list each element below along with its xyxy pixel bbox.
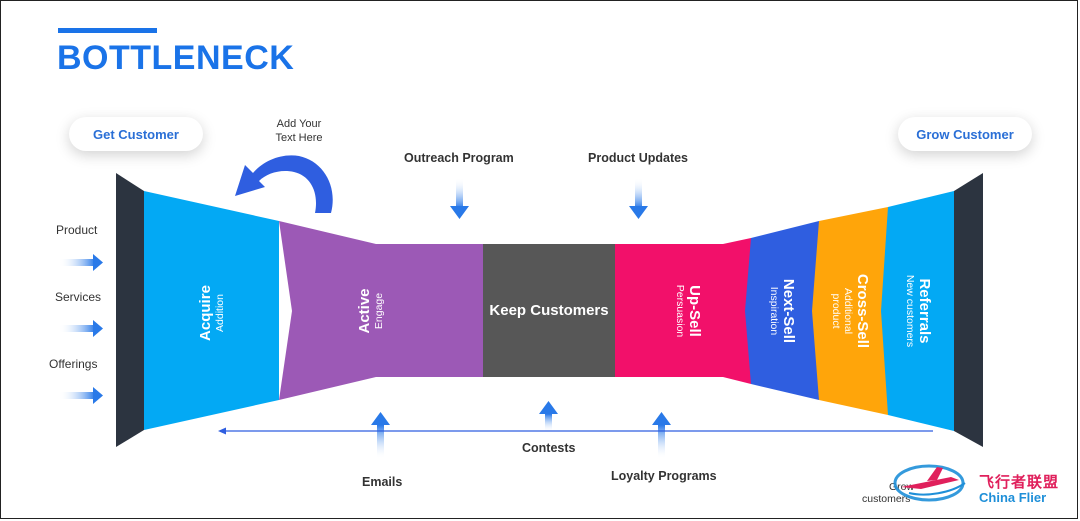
stage-acquire-sub: Addition bbox=[213, 294, 226, 332]
emails-label: Emails bbox=[362, 475, 403, 489]
contests-label: Contests bbox=[522, 441, 576, 455]
stage-crosssell-title: Cross-Sell bbox=[854, 273, 872, 349]
watermark-en: China Flier bbox=[979, 490, 1047, 505]
add-text-line-1: Add Your bbox=[276, 118, 322, 130]
updates-arrow-shaft bbox=[635, 178, 642, 208]
product-arrow-shaft bbox=[59, 259, 95, 266]
stage-referrals-text: Referrals New customers bbox=[903, 246, 935, 376]
customers-text: customers bbox=[862, 493, 911, 505]
updates-label: Product Updates bbox=[588, 151, 689, 165]
services-arrow-shaft bbox=[59, 325, 95, 332]
right-edge bbox=[954, 173, 983, 447]
stage-nextsell-sub: Inspiration bbox=[768, 286, 781, 336]
offerings-arrow-icon bbox=[93, 387, 103, 404]
title-underline bbox=[58, 28, 157, 33]
product-arrow-icon bbox=[93, 254, 103, 271]
updates-arrow-icon bbox=[629, 206, 648, 219]
loyalty-label: Loyalty Programs bbox=[611, 469, 717, 483]
contests-arrow-shaft bbox=[545, 414, 552, 432]
feedback-arrow-icon bbox=[218, 427, 226, 435]
stage-active-title: Active bbox=[355, 288, 373, 334]
stage-keep bbox=[483, 244, 615, 377]
outreach-label: Outreach Program bbox=[404, 151, 514, 165]
stage-nextsell-text: Next-Sell Inspiration bbox=[767, 246, 799, 376]
contests-arrow-icon bbox=[539, 401, 558, 414]
input-services: Services bbox=[55, 290, 102, 304]
watermark-cn: 飞行者联盟 bbox=[979, 474, 1060, 491]
stage-active bbox=[279, 221, 483, 400]
curved-arrow-icon bbox=[235, 155, 333, 213]
stage-referrals-sub: New customers bbox=[904, 274, 917, 348]
page-title: BOTTLENECK bbox=[57, 39, 295, 77]
stage-referrals bbox=[881, 191, 954, 431]
offerings-arrow-shaft bbox=[59, 392, 95, 399]
stage-crosssell-sub: Additional product bbox=[830, 287, 855, 335]
stage-crosssell-text: Cross-Sell Additional product bbox=[831, 246, 872, 376]
stage-nextsell bbox=[745, 221, 819, 400]
stage-referrals-title: Referrals bbox=[916, 278, 934, 344]
input-offerings: Offerings bbox=[49, 357, 98, 371]
stage-upsell-text: Up-Sell Persuasion bbox=[673, 246, 705, 376]
stage-active-sub: Engage bbox=[372, 292, 385, 330]
add-text-line-2: Text Here bbox=[275, 132, 323, 144]
emails-arrow-shaft bbox=[377, 425, 384, 459]
watermark-logo bbox=[893, 464, 966, 502]
loyalty-arrow-icon bbox=[652, 412, 671, 425]
stage-active-text: Active Engage bbox=[354, 246, 386, 376]
stage-acquire-title: Acquire bbox=[196, 285, 214, 341]
outreach-arrow-icon bbox=[450, 206, 469, 219]
input-product: Product bbox=[56, 223, 98, 237]
stage-upsell-title: Up-Sell bbox=[686, 285, 704, 337]
outreach-arrow-shaft bbox=[456, 178, 463, 208]
add-text-note: Add Your Text Here bbox=[263, 117, 335, 145]
loyalty-arrow-shaft bbox=[658, 425, 665, 459]
emails-arrow-icon bbox=[371, 412, 390, 425]
stage-upsell-sub: Persuasion bbox=[674, 284, 687, 338]
services-arrow-icon bbox=[93, 320, 103, 337]
stage-nextsell-title: Next-Sell bbox=[780, 278, 798, 344]
stage-acquire bbox=[144, 191, 279, 430]
get-customer-pill: Get Customer bbox=[69, 117, 203, 151]
grow-customer-pill: Grow Customer bbox=[898, 117, 1032, 151]
left-edge bbox=[116, 173, 144, 447]
stage-upsell bbox=[615, 238, 751, 384]
stage-crosssell bbox=[812, 207, 888, 415]
stage-keep-title: Keep Customers bbox=[489, 301, 609, 319]
stage-acquire-text: Acquire Addition bbox=[195, 248, 227, 378]
